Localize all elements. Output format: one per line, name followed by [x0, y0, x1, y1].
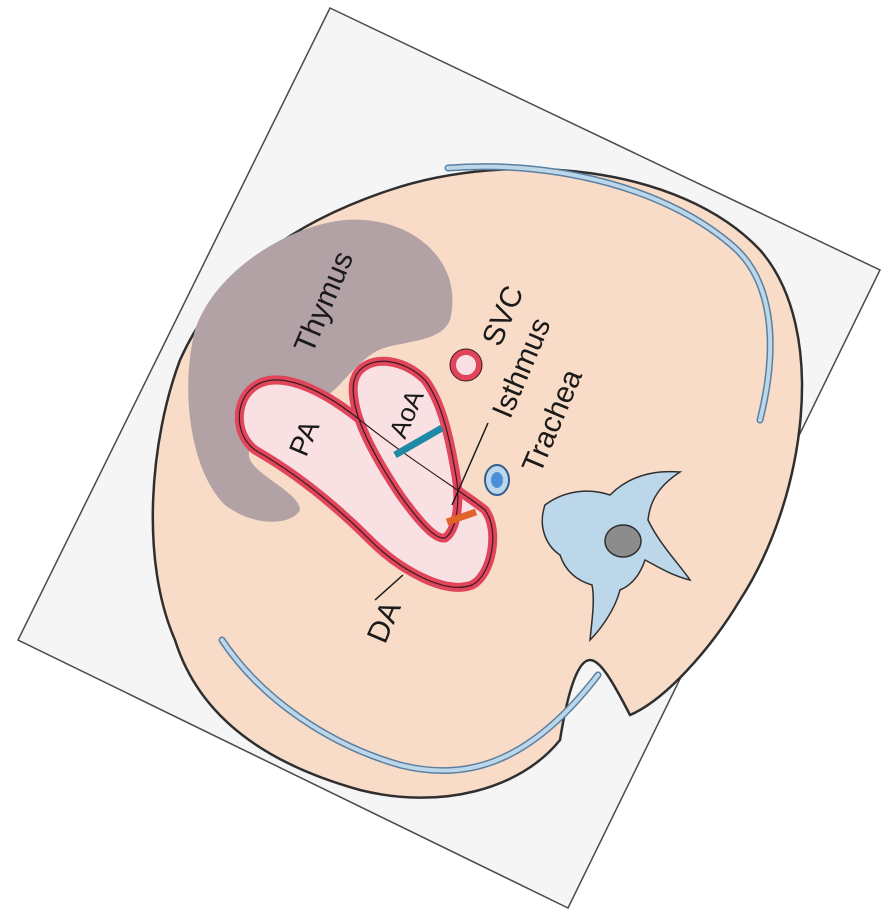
vertebral-body: [605, 525, 641, 557]
svc-vessel: [453, 352, 479, 378]
trachea-lumen: [491, 472, 503, 488]
